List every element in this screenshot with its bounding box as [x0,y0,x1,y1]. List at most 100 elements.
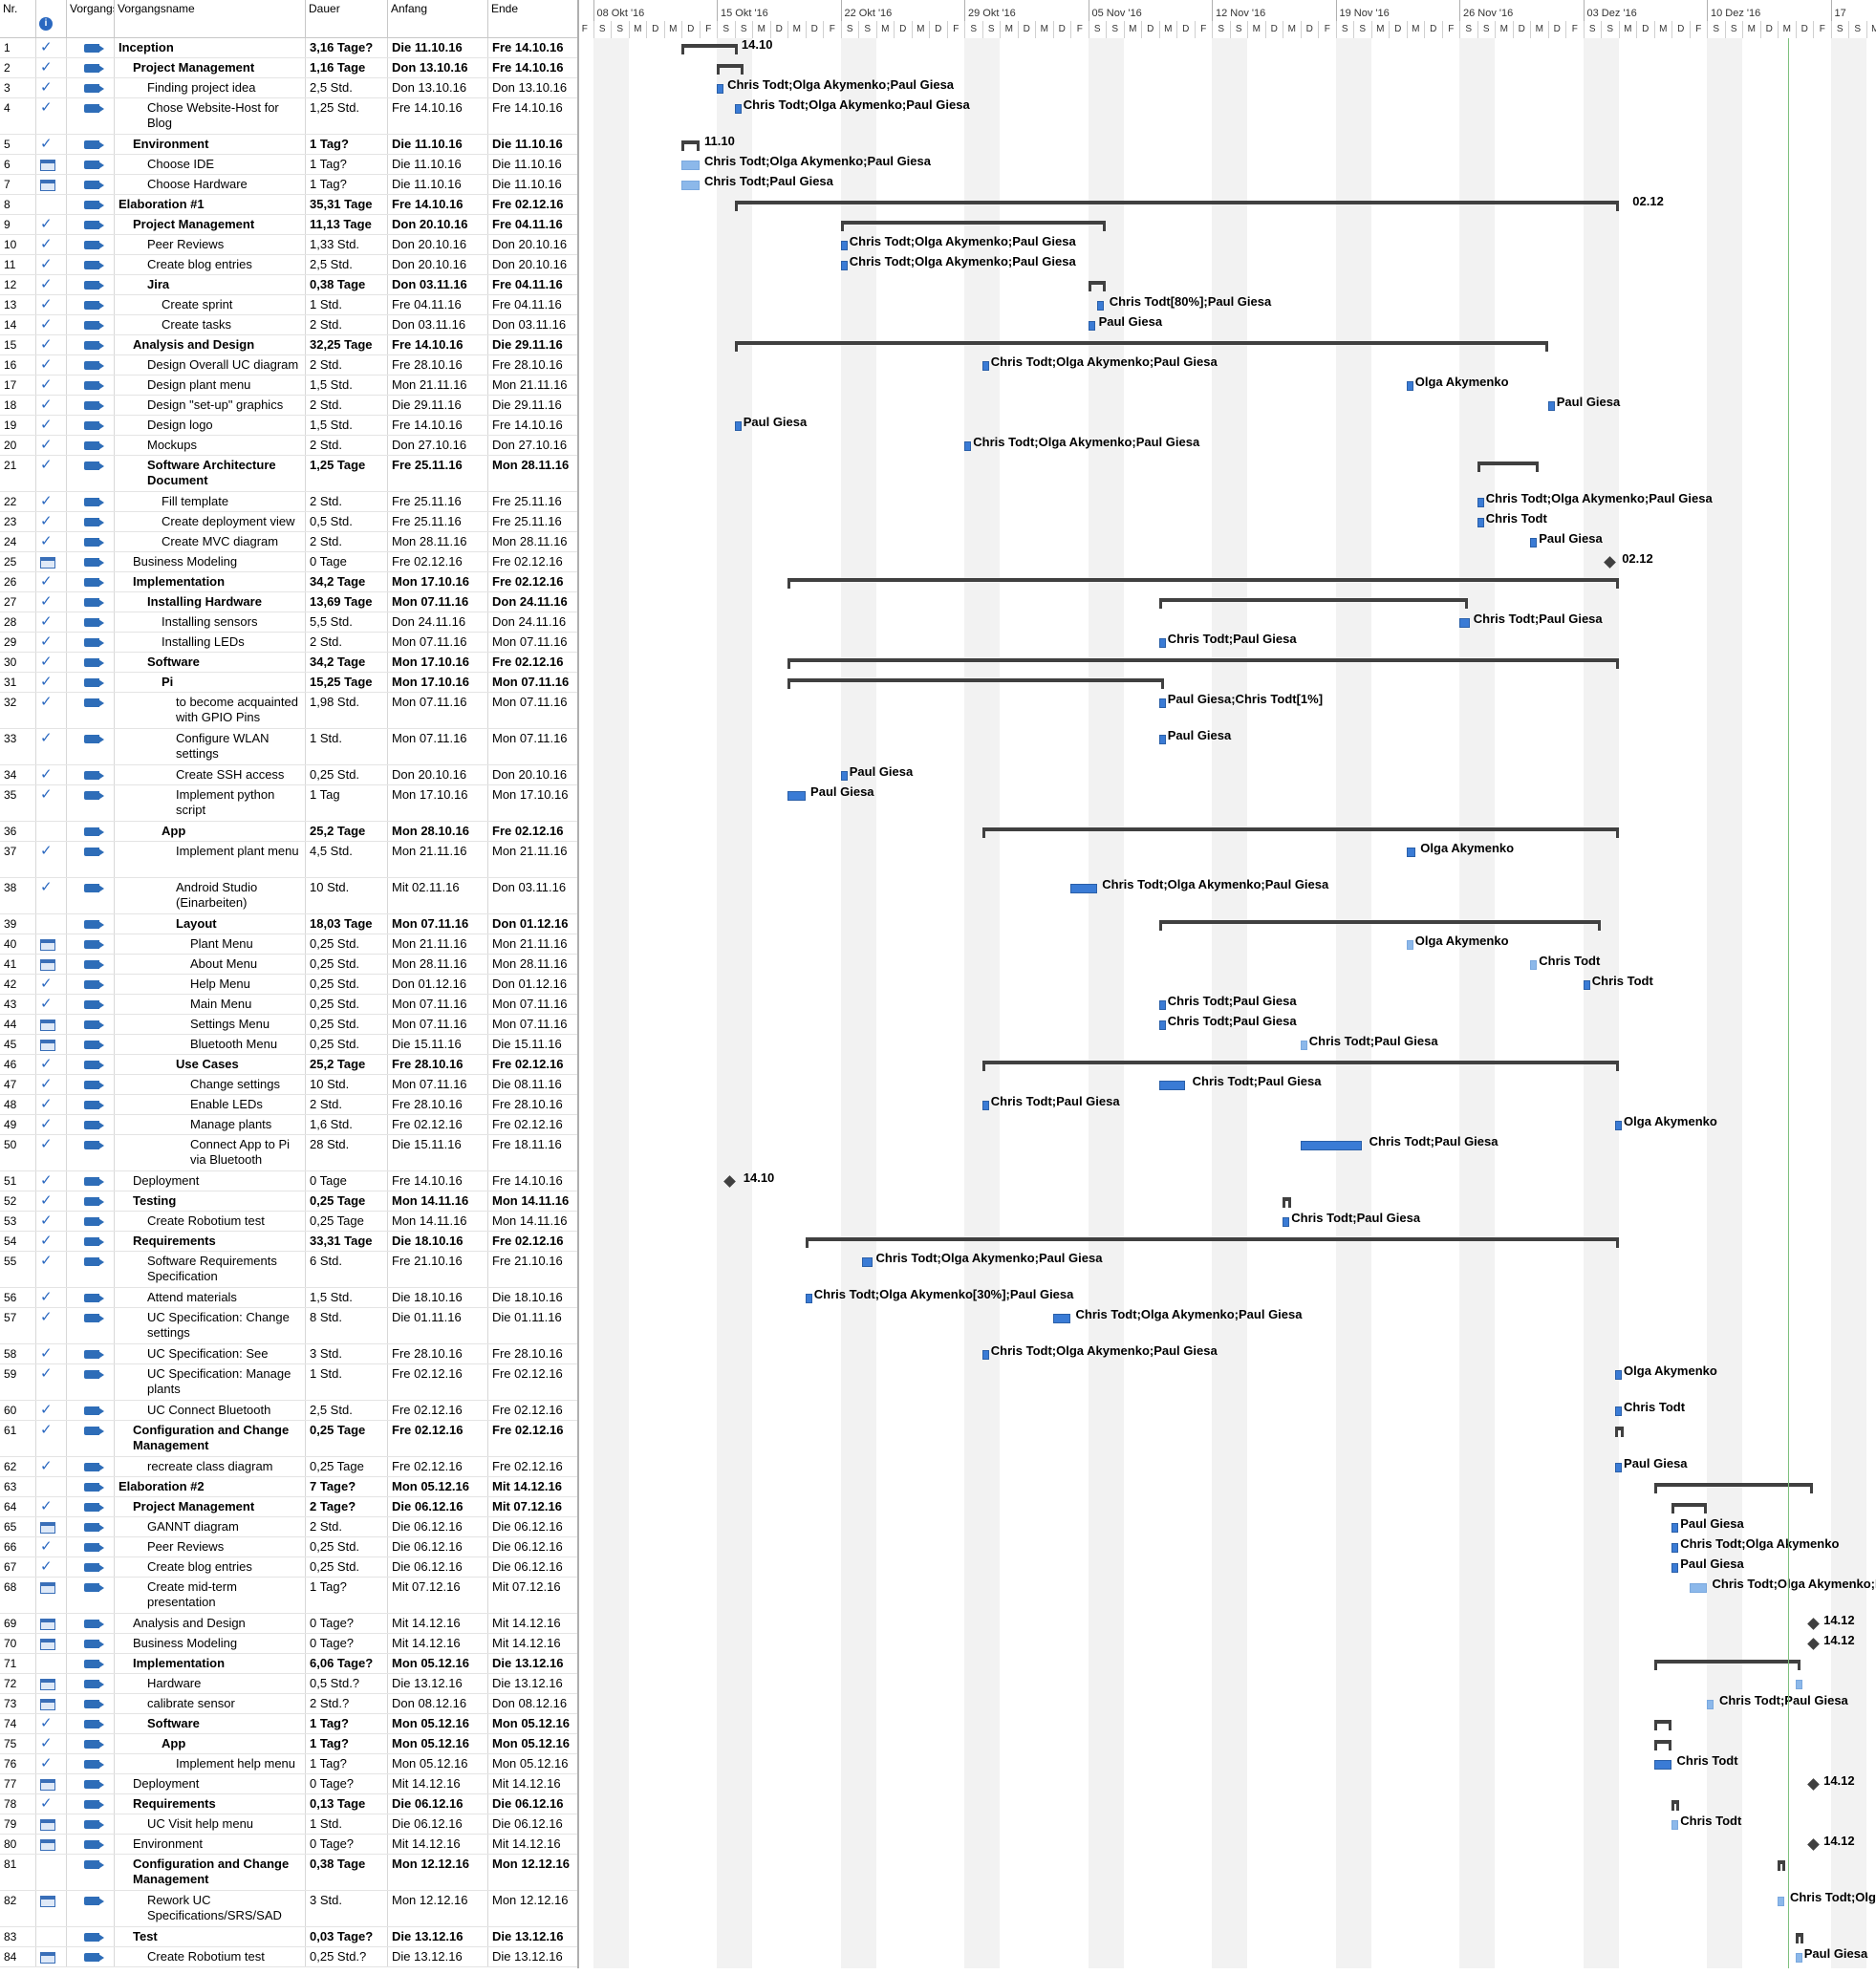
task-bar[interactable] [1530,538,1537,547]
task-bar[interactable] [1614,1406,1622,1416]
task-mode-cell[interactable] [67,1754,115,1773]
task-start[interactable]: Fre 14.10.16 [388,335,488,354]
task-start[interactable]: Mon 21.11.16 [388,376,488,395]
task-start[interactable]: Die 11.10.16 [388,135,488,154]
task-name[interactable]: Jira [115,275,306,294]
task-end[interactable]: Die 18.10.16 [492,1290,563,1304]
task-name[interactable]: UC Connect Bluetooth [115,1401,306,1420]
task-mode-cell[interactable] [67,456,115,491]
task-start[interactable]: Fre 28.10.16 [388,1095,488,1114]
task-name[interactable]: Create SSH access [115,765,306,784]
task-start[interactable]: Die 11.10.16 [388,175,488,194]
task-end[interactable]: Don 01.12.16 [492,916,569,931]
milestone-diamond[interactable] [1807,1638,1820,1650]
task-name[interactable]: Configuration and Change Management [115,1855,306,1890]
task-bar[interactable] [840,771,848,781]
task-name[interactable]: Create Robotium test [115,1947,306,1966]
task-mode-cell[interactable] [67,195,115,214]
task-end[interactable]: Mon 21.11.16 [492,936,568,951]
task-duration[interactable]: 2 Std.? [306,1694,388,1713]
task-mode-cell[interactable] [67,785,115,821]
task-mode-cell[interactable] [67,842,115,877]
task-name[interactable]: Pi [115,673,306,692]
task-duration[interactable]: 1 Std. [306,1364,388,1400]
task-start[interactable]: Fre 25.11.16 [388,512,488,531]
task-bar[interactable] [1795,1953,1802,1963]
task-start[interactable]: Fre 04.11.16 [388,295,488,314]
task-bar[interactable] [1406,940,1413,950]
task-end[interactable]: Don 03.11.16 [492,317,567,332]
task-mode-cell[interactable] [67,1344,115,1363]
task-bar[interactable] [1283,1217,1289,1227]
task-bar[interactable] [964,441,971,451]
task-end[interactable]: Fre 18.11.16 [492,1137,562,1151]
task-start[interactable]: Mit 07.12.16 [388,1578,488,1613]
task-bar[interactable] [1459,618,1471,628]
task-name[interactable]: Create deployment view [115,512,306,531]
task-name[interactable]: calibrate sensor [115,1694,306,1713]
task-duration[interactable]: 0,38 Tage [306,1855,388,1890]
task-mode-cell[interactable] [67,1654,115,1673]
task-name[interactable]: Finding project idea [115,78,306,97]
task-start[interactable]: Fre 14.10.16 [388,195,488,214]
task-bar[interactable] [1795,1680,1802,1689]
task-bar[interactable] [1689,1583,1707,1593]
task-duration[interactable]: 3,16 Tage? [306,38,388,57]
task-name[interactable]: recreate class diagram [115,1457,306,1476]
task-end[interactable]: Fre 25.11.16 [492,494,562,508]
task-bar[interactable] [1671,1820,1678,1830]
task-start[interactable]: Die 18.10.16 [388,1232,488,1251]
task-end[interactable]: Die 13.12.16 [492,1949,563,1964]
task-mode-cell[interactable] [67,1477,115,1496]
task-mode-cell[interactable] [67,1927,115,1946]
task-name[interactable]: Peer Reviews [115,235,306,254]
task-end[interactable]: Fre 02.12.16 [492,1057,564,1071]
task-name[interactable]: Create sprint [115,295,306,314]
task-end[interactable]: Fre 04.11.16 [492,277,563,291]
task-duration[interactable]: 2 Std. [306,436,388,455]
task-mode-cell[interactable] [67,1135,115,1170]
summary-bar[interactable] [1477,462,1540,472]
task-start[interactable]: Don 20.10.16 [388,255,488,274]
task-start[interactable]: Fre 14.10.16 [388,98,488,134]
task-duration[interactable]: 0 Tage? [306,1614,388,1633]
task-name[interactable]: Analysis and Design [115,1614,306,1633]
milestone-diamond[interactable] [1807,1618,1820,1630]
task-duration[interactable]: 1,5 Std. [306,1288,388,1307]
task-end[interactable]: Mon 07.11.16 [492,695,568,709]
task-end[interactable]: Mon 21.11.16 [492,844,568,858]
task-mode-cell[interactable] [67,653,115,672]
task-mode-cell[interactable] [67,1835,115,1854]
task-end[interactable]: Mit 07.12.16 [492,1579,561,1594]
col-header-indicators[interactable]: i [36,0,67,38]
task-mode-cell[interactable] [67,1497,115,1516]
task-duration[interactable]: 0,25 Std. [306,1015,388,1034]
task-end[interactable]: Don 20.10.16 [492,257,568,271]
task-mode-cell[interactable] [67,335,115,354]
milestone-diamond[interactable] [1807,1778,1820,1791]
task-mode-cell[interactable] [67,1634,115,1653]
task-duration[interactable]: 1 Tag? [306,1714,388,1733]
task-start[interactable]: Die 29.11.16 [388,396,488,415]
task-bar[interactable] [1671,1543,1678,1553]
task-name[interactable]: Elaboration #1 [115,195,306,214]
task-name[interactable]: Rework UC Specifications/SRS/SAD [115,1891,306,1926]
task-start[interactable]: Don 24.11.16 [388,612,488,632]
task-row[interactable]: 58✓UC Specification: See LEDs3 Std.Fre 2… [0,1344,577,1364]
task-end[interactable]: Die 13.12.16 [492,1929,564,1943]
